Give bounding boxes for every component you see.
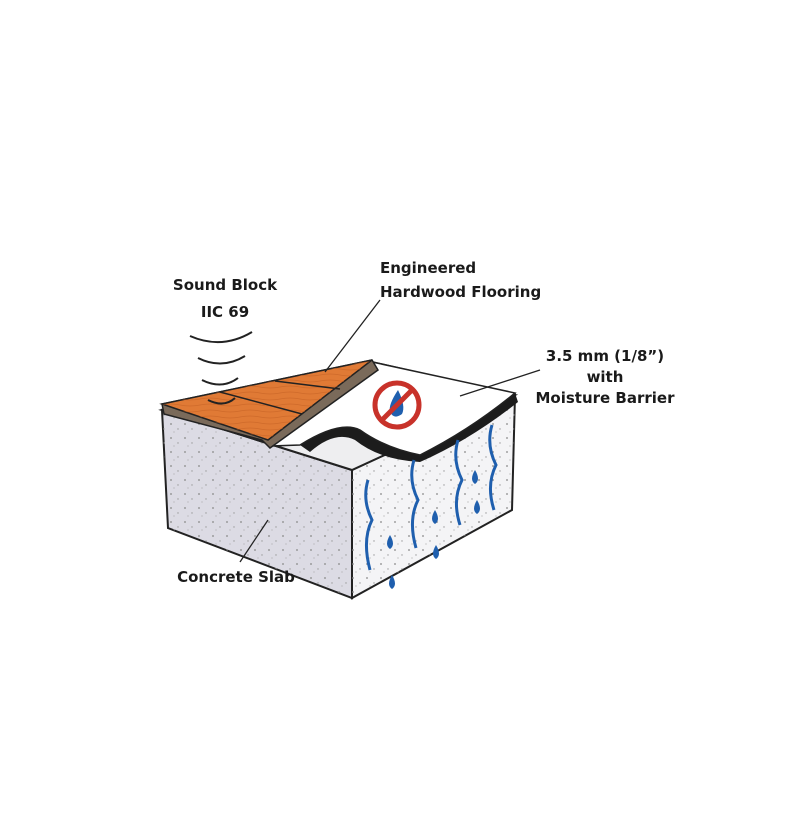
underlay-label-line1: 3.5 mm (1/8”): [546, 347, 664, 365]
sound-block-label: Sound Block: [173, 276, 278, 294]
concrete-slab-label: Concrete Slab: [177, 568, 295, 586]
moisture-barrier-membrane: [267, 361, 518, 462]
water-drop-icon: [387, 470, 480, 589]
iic-rating-label: IIC 69: [201, 303, 249, 321]
concrete-slab: [158, 360, 519, 600]
no-water-icon: [372, 380, 422, 430]
flooring-label-line2: Hardwood Flooring: [380, 283, 541, 301]
leader-lines: [239, 299, 541, 563]
hardwood-flooring: [159, 359, 379, 449]
underlay-label-line3: Moisture Barrier: [535, 389, 675, 407]
underlay-label-line2: with: [587, 368, 624, 386]
moisture-arrow-icon: [364, 424, 498, 571]
flooring-label-line1: Engineered: [380, 259, 476, 277]
sound-wave-icon: [189, 331, 253, 405]
